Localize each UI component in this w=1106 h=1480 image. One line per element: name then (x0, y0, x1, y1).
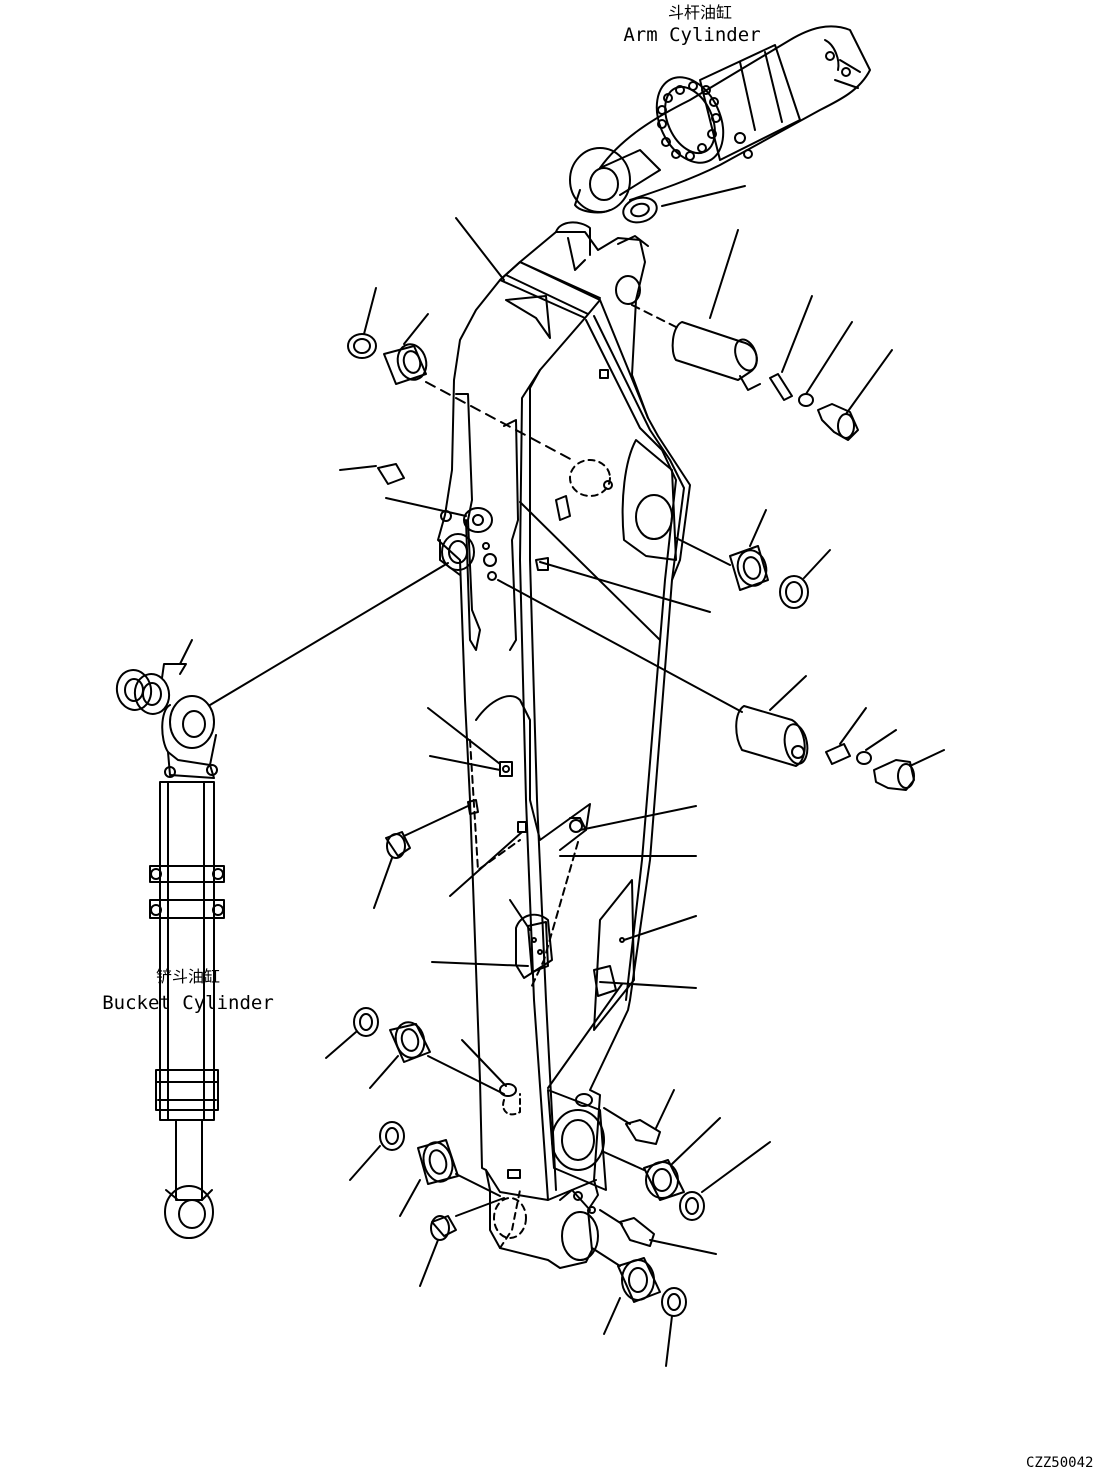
leader-line (624, 916, 696, 940)
lower-boss-hole (552, 1110, 604, 1170)
mid-bushing-set (676, 510, 830, 608)
bucket-cylinder-rod-eye (165, 1186, 213, 1238)
leader-line (520, 502, 660, 640)
side-pin-hole (636, 495, 672, 539)
leader-line (456, 218, 504, 280)
arm-cylinder-pin-hole (616, 276, 640, 304)
arm-cylinder-shim (620, 186, 745, 226)
arm-body (438, 222, 690, 1268)
arm-cylinder-label-cn: 斗杆油缸 (667, 3, 733, 22)
arm-cylinder-rod-eye (570, 148, 630, 212)
bucket-cylinder-head-eye (170, 696, 214, 748)
bucket-cylinder-pin-hole (442, 534, 474, 570)
leader-line (430, 756, 500, 770)
bucket-cylinder-label: Bucket Cylinder (102, 992, 274, 1014)
leader-line (580, 806, 696, 830)
bucket-cylinder-label-cn: 铲斗油缸 (155, 967, 221, 986)
bottom-left-bushing-set (350, 1122, 504, 1286)
leader-line (428, 708, 500, 764)
leader-line (498, 580, 742, 712)
leader-line (600, 982, 696, 988)
leader-line (432, 962, 528, 966)
bucket-cylinder (150, 696, 224, 1238)
leader-line (540, 562, 710, 612)
lower-left-bushing-set (326, 1008, 506, 1094)
leader-line (450, 832, 522, 896)
top-bushing-set (348, 288, 576, 462)
bucket-cylinder-pin-set (736, 676, 944, 790)
plug-top-left (340, 464, 466, 516)
plug-mid-left (374, 806, 468, 908)
small-plug (536, 558, 548, 570)
leader-line (548, 984, 622, 1088)
leader-line (210, 563, 448, 705)
arm-cylinder-bolt-ring (658, 82, 720, 160)
arm-cylinder-label: Arm Cylinder (623, 24, 761, 46)
arm-cylinder-pin-set (632, 230, 892, 440)
lower-right-fittings (592, 1090, 770, 1366)
bucket-cylinder-shims (114, 640, 192, 717)
bucket-pin-hole (562, 1212, 598, 1260)
leader-line (510, 900, 530, 930)
drawing-code: CZZ50042 (1026, 1455, 1094, 1471)
arm-cylinder (570, 26, 870, 212)
